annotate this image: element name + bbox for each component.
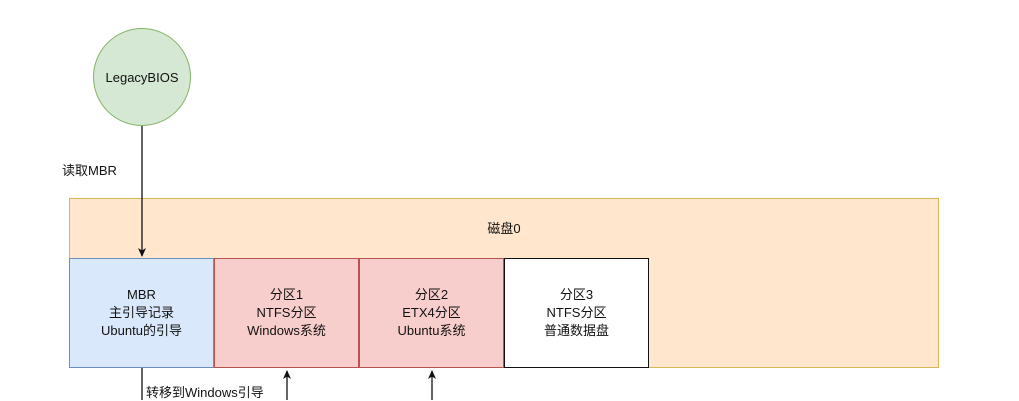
partition-3-line-1: 分区3 [559,287,594,302]
partition-1-line-2: NTFS分区 [256,305,317,320]
read-mbr-label: 读取MBR [62,163,117,178]
partition-3-line-3: 普通数据盘 [543,323,609,338]
partition-1-cell: 分区1 NTFS分区 Windows系统 [214,258,359,368]
mbr-line-2: 主引导记录 [108,305,174,320]
mbr-cell: MBR 主引导记录 Ubuntu的引导 [69,258,214,368]
transfer-windows-label: 转移到Windows引导 [144,382,266,401]
partition-3-cell: 分区3 NTFS分区 普通数据盘 [504,258,649,368]
partition-3-line-2: NTFS分区 [546,305,607,320]
disk-title: 磁盘0 [487,221,521,236]
partition-1-line-1: 分区1 [269,287,304,302]
bios-label: LegacyBIOS [105,69,179,85]
mbr-line-3: Ubuntu的引导 [101,323,182,338]
mbr-line-1: MBR [127,287,156,302]
partition-1-line-3: Windows系统 [247,323,326,338]
partition-2-line-1: 分区2 [414,287,449,302]
partition-2-cell: 分区2 ETX4分区 Ubuntu系统 [359,258,504,368]
partition-2-line-3: Ubuntu系统 [397,323,466,338]
partition-2-line-2: ETX4分区 [402,305,461,320]
legacy-bios-node: LegacyBIOS [93,28,191,126]
